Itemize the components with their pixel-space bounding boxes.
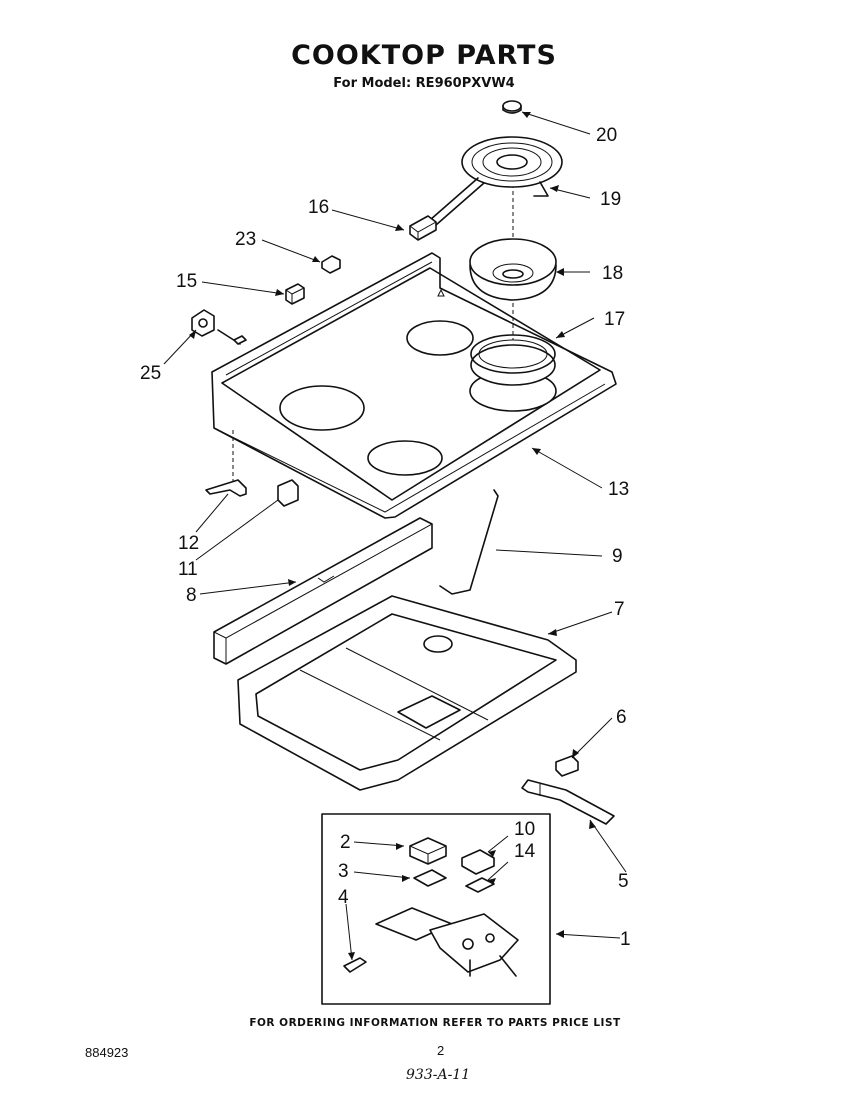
switch-10 bbox=[461, 849, 495, 875]
leader-lines bbox=[163, 111, 627, 961]
surface-element bbox=[429, 136, 563, 226]
callout-3: 3 bbox=[338, 861, 349, 882]
callout-9: 9 bbox=[612, 546, 623, 567]
callout-2: 2 bbox=[340, 832, 351, 853]
ordering-note: FOR ORDERING INFORMATION REFER TO PARTS … bbox=[249, 1017, 621, 1029]
element-cap bbox=[502, 100, 522, 114]
clip-6 bbox=[555, 755, 579, 777]
front-rail bbox=[213, 517, 433, 665]
callout-8: 8 bbox=[186, 585, 197, 606]
terminal-block bbox=[409, 215, 437, 241]
callout-25: 25 bbox=[140, 363, 162, 384]
callout-20: 20 bbox=[596, 125, 618, 146]
switch-assembly-1 bbox=[375, 907, 519, 977]
plate-14 bbox=[465, 877, 495, 893]
callout-23: 23 bbox=[235, 229, 257, 250]
callout-15: 15 bbox=[176, 271, 198, 292]
document-number: 884923 bbox=[85, 1045, 129, 1060]
callout-5: 5 bbox=[618, 871, 629, 892]
trim-ring bbox=[470, 334, 556, 386]
callout-16: 16 bbox=[308, 197, 330, 218]
callout-7: 7 bbox=[614, 599, 625, 620]
callout-10: 10 bbox=[514, 819, 536, 840]
switch-2 bbox=[409, 837, 447, 865]
callout-11: 11 bbox=[178, 559, 198, 580]
burner-box bbox=[237, 595, 577, 791]
support-rod bbox=[439, 489, 499, 595]
callout-14: 14 bbox=[514, 841, 536, 862]
page-number: 2 bbox=[437, 1043, 445, 1058]
bracket-15 bbox=[285, 283, 305, 305]
tab-4 bbox=[343, 957, 367, 973]
clip-23 bbox=[321, 255, 341, 274]
screw-25 bbox=[191, 309, 247, 345]
handwritten-code: 933-A-11 bbox=[406, 1067, 471, 1083]
cooktop-panel bbox=[211, 252, 617, 519]
bumper-11 bbox=[277, 479, 299, 507]
page-title: COOKTOP PARTS bbox=[291, 40, 557, 71]
callout-19: 19 bbox=[600, 189, 622, 210]
hinge-12 bbox=[205, 479, 247, 497]
callout-18: 18 bbox=[602, 263, 624, 284]
callout-12: 12 bbox=[178, 533, 200, 554]
leader-arrowheads bbox=[189, 112, 596, 960]
callout-13: 13 bbox=[608, 479, 630, 500]
callout-17: 17 bbox=[604, 309, 626, 330]
drip-bowl bbox=[469, 238, 557, 301]
model-subtitle: For Model: RE960PXVW4 bbox=[333, 76, 515, 91]
bracket-5 bbox=[521, 779, 615, 825]
callout-4: 4 bbox=[338, 887, 349, 908]
plate-3 bbox=[413, 869, 447, 887]
callout-1: 1 bbox=[620, 929, 631, 950]
switch-assembly-inset bbox=[321, 813, 551, 1005]
callout-6: 6 bbox=[616, 707, 627, 728]
